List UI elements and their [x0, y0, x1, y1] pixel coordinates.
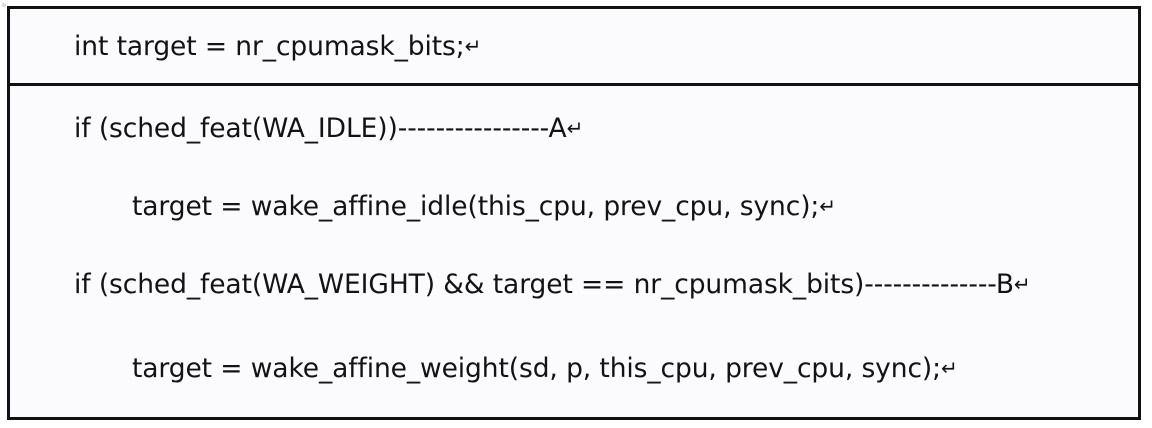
code-line-3-text: target = wake_affine_idle(this_cpu, prev…: [132, 191, 820, 222]
table-row-header: int target = nr_cpumask_bits;↵: [10, 9, 1138, 86]
code-snippet-table: int target = nr_cpumask_bits;↵ if (sched…: [7, 6, 1141, 420]
paragraph-return-icon: ↵: [464, 34, 482, 58]
code-line-1-text: int target = nr_cpumask_bits;: [74, 31, 465, 62]
code-line-5-text: target = wake_affine_weight(sd, p, this_…: [132, 353, 941, 384]
paragraph-return-icon: ↵: [1013, 272, 1031, 296]
code-line-3: target = wake_affine_idle(this_cpu, prev…: [132, 191, 836, 222]
scan-artifact-speck: [1, 2, 7, 8]
paragraph-return-icon: ↵: [819, 194, 836, 218]
code-line-2: if (sched_feat(WA_IDLE))----------------…: [74, 113, 583, 144]
paragraph-return-icon: ↵: [941, 356, 958, 380]
table-row-body: if (sched_feat(WA_IDLE))----------------…: [10, 86, 1138, 417]
code-line-4-text: if (sched_feat(WA_WEIGHT) && target == n…: [74, 269, 1014, 300]
paragraph-return-icon: ↵: [566, 116, 584, 140]
code-line-4: if (sched_feat(WA_WEIGHT) && target == n…: [74, 269, 1031, 300]
code-line-5: target = wake_affine_weight(sd, p, this_…: [132, 353, 958, 384]
code-line-2-text: if (sched_feat(WA_IDLE))----------------…: [74, 113, 567, 144]
code-line-1: int target = nr_cpumask_bits;↵: [74, 31, 481, 62]
